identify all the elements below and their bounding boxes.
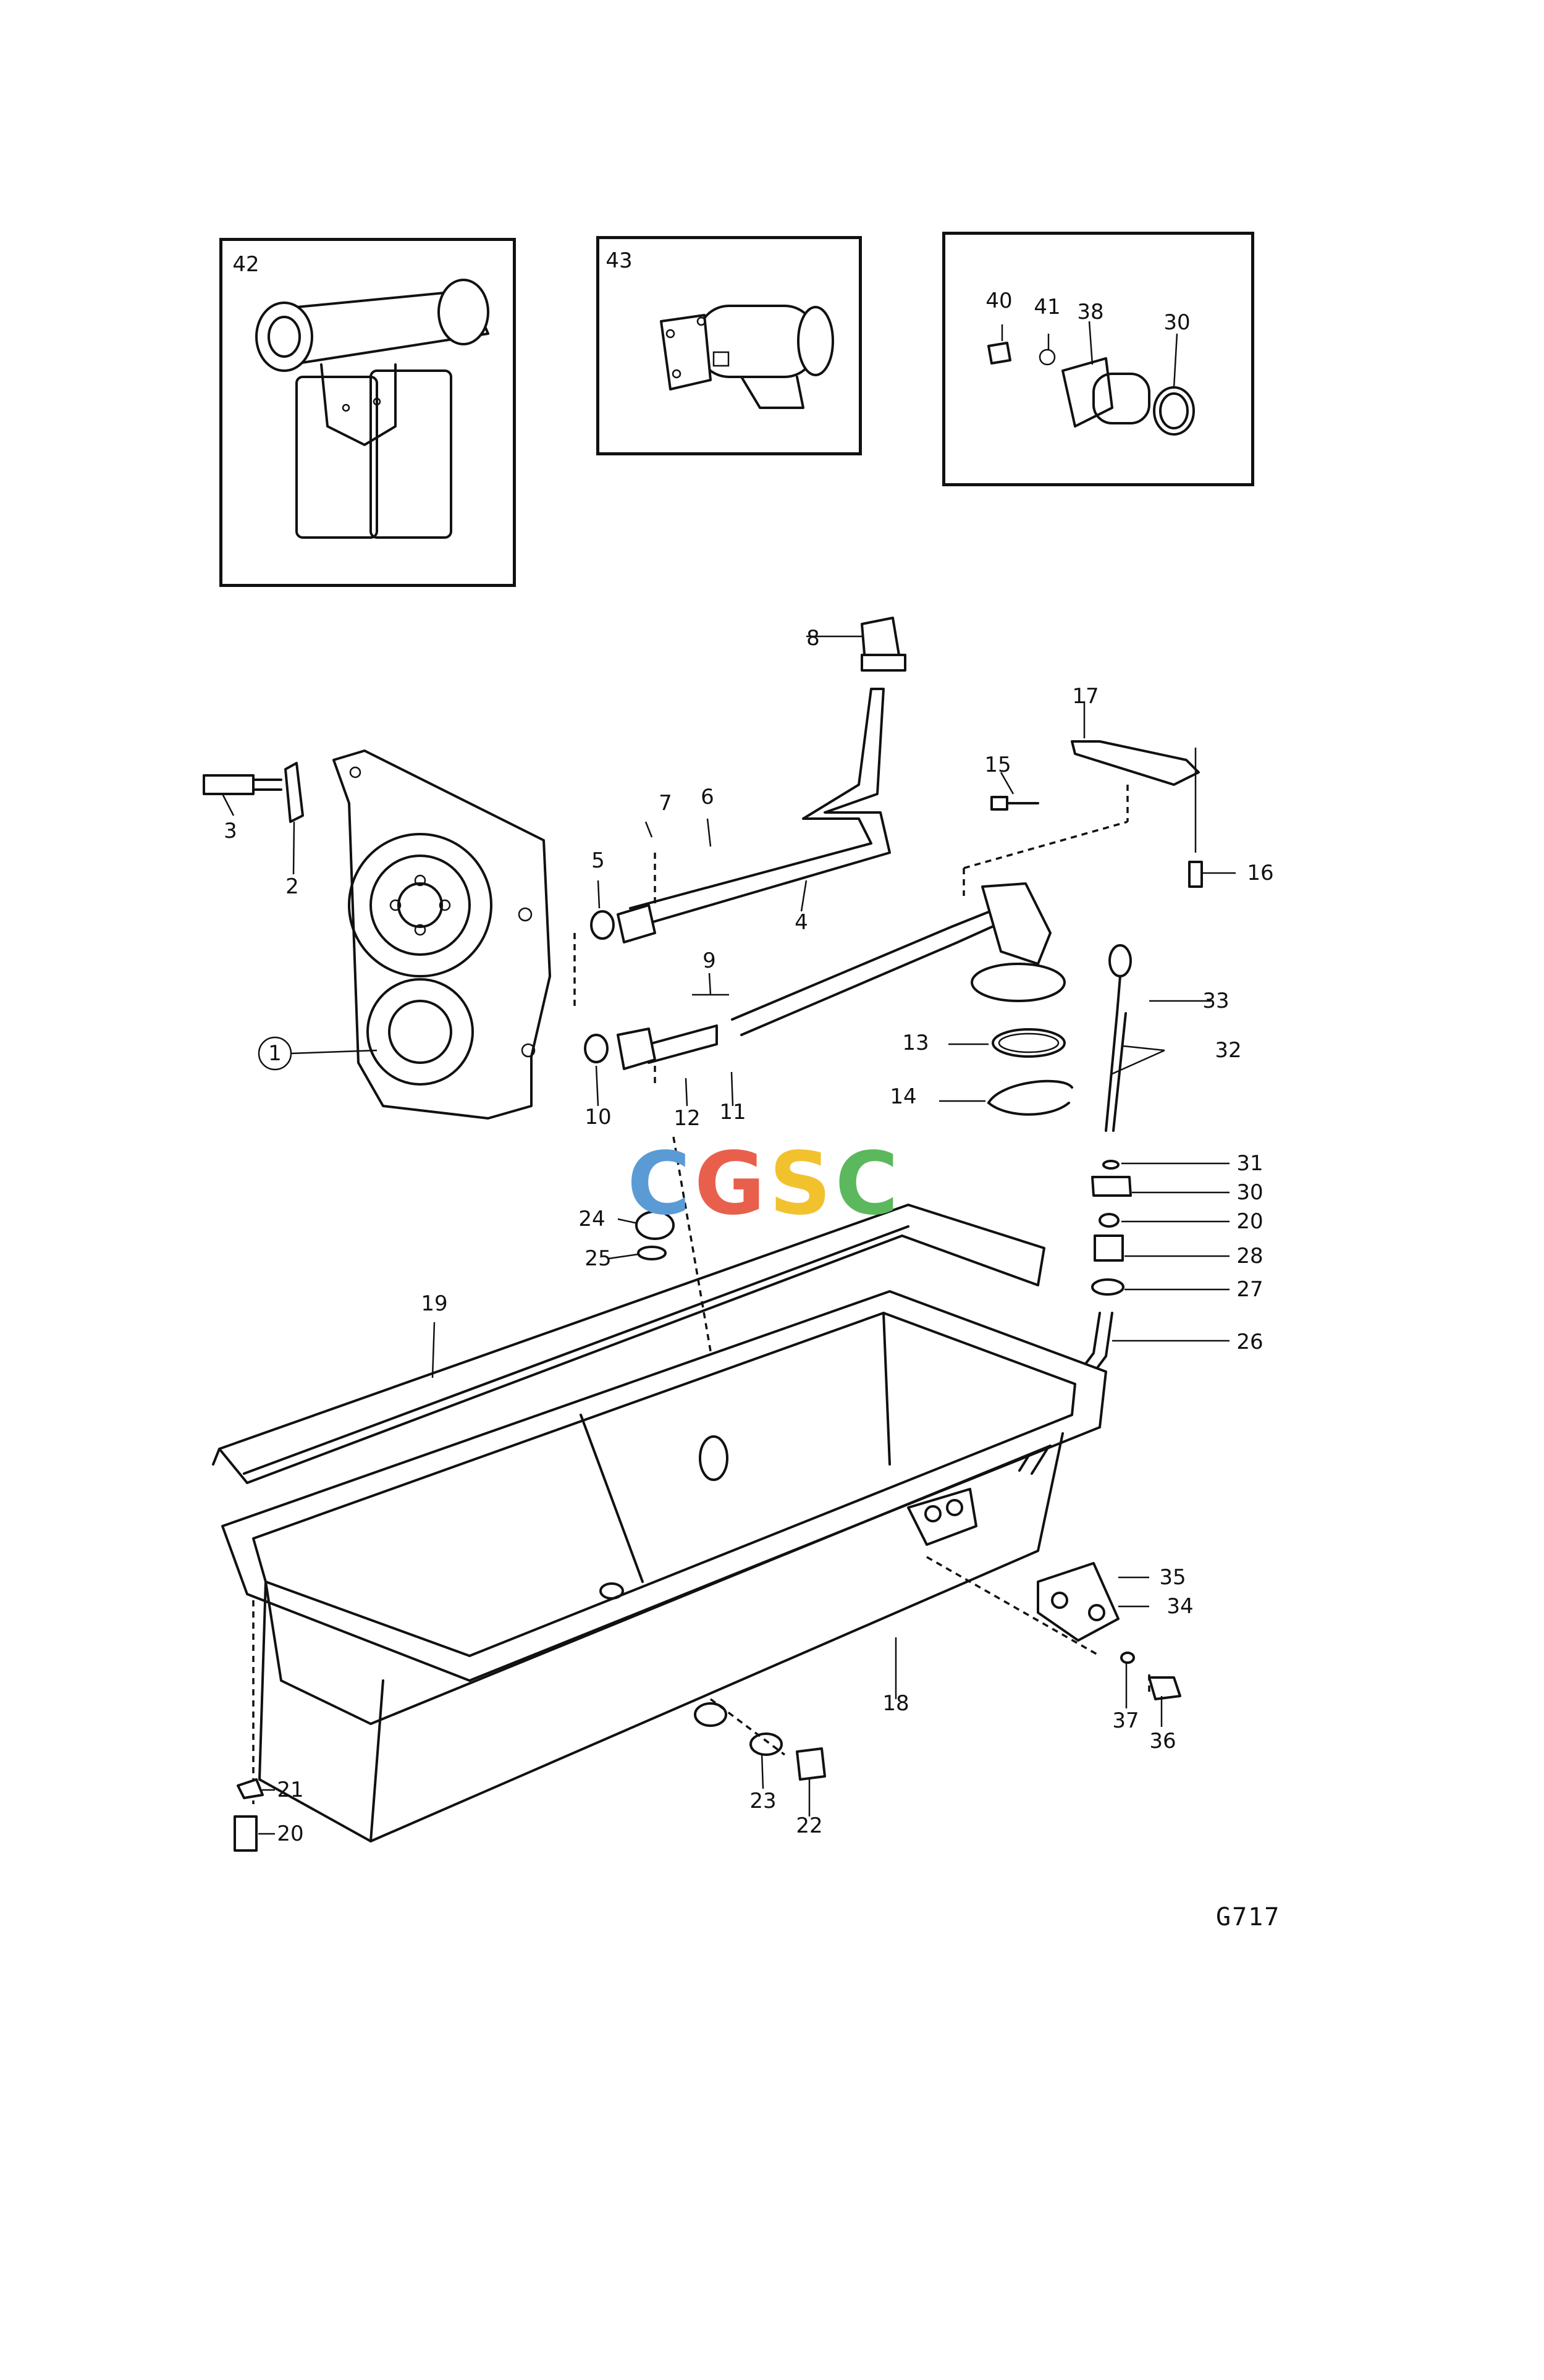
callout-13: 13 bbox=[902, 1031, 929, 1055]
callout-26: 26 bbox=[1236, 1330, 1263, 1354]
callout-34: 34 bbox=[1166, 1594, 1194, 1619]
detail-label-40: 40 bbox=[985, 289, 1013, 313]
pipes-drawing bbox=[584, 617, 1203, 1070]
strainer-drawing bbox=[987, 1028, 1073, 1116]
watermark-letter: C bbox=[627, 1134, 694, 1234]
inset-label-42: 42 bbox=[232, 252, 259, 277]
callout-37: 37 bbox=[1112, 1708, 1139, 1733]
callout-18: 18 bbox=[882, 1691, 909, 1716]
pump-drawing bbox=[660, 305, 834, 409]
callout-35: 35 bbox=[1159, 1565, 1186, 1590]
callout-19: 19 bbox=[421, 1291, 448, 1316]
callout-15: 15 bbox=[984, 753, 1011, 777]
callout-23: 23 bbox=[749, 1789, 777, 1813]
callout-2: 2 bbox=[285, 874, 299, 899]
callout-31: 31 bbox=[1236, 1151, 1263, 1176]
callout-7: 7 bbox=[659, 791, 672, 816]
callout-circle-1 bbox=[258, 1036, 292, 1071]
callout-10: 10 bbox=[584, 1105, 612, 1129]
callout-3: 3 bbox=[224, 819, 237, 843]
callout-27: 27 bbox=[1236, 1277, 1263, 1302]
callout-20-bolt: 20 bbox=[277, 1821, 304, 1846]
callout-12: 12 bbox=[673, 1106, 701, 1131]
callout-1: 1 bbox=[268, 1041, 282, 1066]
watermark-letter: C bbox=[835, 1134, 903, 1234]
callout-32: 32 bbox=[1215, 1038, 1242, 1063]
inset-label-43: 43 bbox=[605, 248, 633, 273]
watermark-letter: G bbox=[694, 1134, 769, 1234]
oil-pump-drawing bbox=[203, 749, 551, 1120]
callout-28: 28 bbox=[1236, 1244, 1263, 1268]
callout-17: 17 bbox=[1072, 684, 1099, 709]
callout-8: 8 bbox=[806, 626, 820, 651]
oil-pan-drawing bbox=[221, 1210, 1181, 1852]
callout-11: 11 bbox=[719, 1100, 746, 1125]
inset-box-detail bbox=[942, 232, 1254, 486]
detail-label-38: 38 bbox=[1077, 300, 1104, 324]
callout-9: 9 bbox=[702, 948, 716, 973]
callout-16: 16 bbox=[1247, 861, 1274, 885]
figure-code: G717 bbox=[1216, 1903, 1281, 1931]
callout-24: 24 bbox=[578, 1207, 605, 1231]
callout-30: 30 bbox=[1236, 1180, 1263, 1205]
pan-gasket-drawing bbox=[212, 1204, 1045, 1484]
oil-filter-housing-drawing bbox=[255, 279, 489, 539]
detail-label-41: 41 bbox=[1034, 295, 1061, 319]
callout-4: 4 bbox=[795, 910, 808, 935]
callout-25: 25 bbox=[584, 1246, 612, 1271]
callout-22: 22 bbox=[796, 1813, 823, 1838]
watermark-letter: S bbox=[769, 1134, 835, 1234]
elbow-detail-drawing bbox=[987, 321, 1195, 436]
callout-20-plug: 20 bbox=[1236, 1209, 1263, 1234]
callout-5: 5 bbox=[591, 848, 605, 873]
callout-33: 33 bbox=[1202, 989, 1230, 1013]
callout-14: 14 bbox=[890, 1084, 917, 1109]
callout-21: 21 bbox=[277, 1778, 304, 1802]
callout-36: 36 bbox=[1149, 1729, 1176, 1753]
leader-lines bbox=[221, 635, 1236, 1835]
detail-label-30: 30 bbox=[1163, 310, 1191, 335]
watermark: CGSC bbox=[627, 1134, 902, 1234]
callout-6: 6 bbox=[701, 785, 714, 809]
